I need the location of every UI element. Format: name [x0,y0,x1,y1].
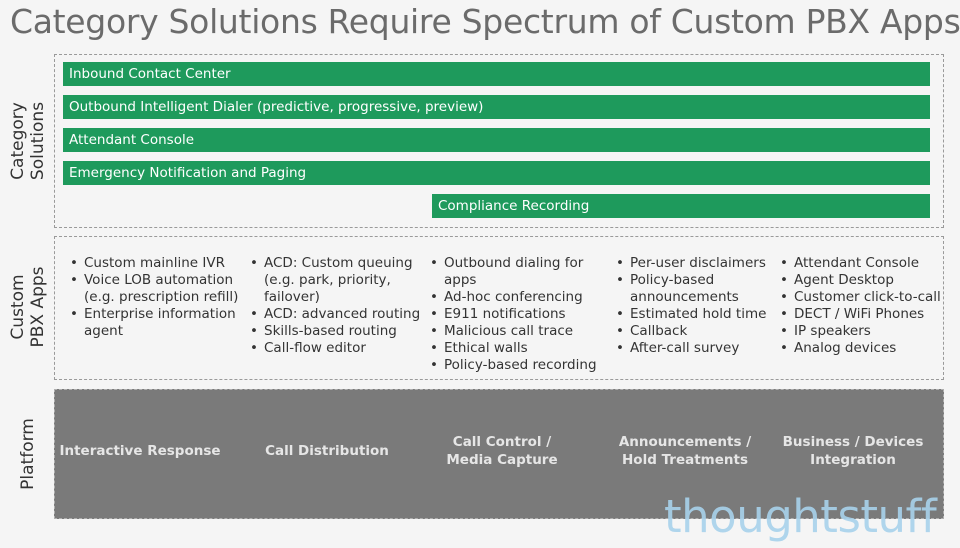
app-list-item-line: Ad-hoc conferencing [444,289,583,305]
app-list-item-line: DECT / WiFi Phones [794,306,925,322]
app-list-item-line: Callback [630,323,688,339]
app-list-item-line: Analog devices [794,340,897,356]
app-list-item-line: Ethical walls [444,340,528,356]
custom-pbx-apps-label: Custom PBX Apps [8,266,48,348]
app-list-item: DECT / WiFi Phones [780,306,941,323]
app-list-item-line: (e.g. prescription refill) [84,289,239,305]
platform-item-line: Announcements / [618,434,752,450]
app-list-item: Custom mainline IVR [70,255,238,272]
app-list-item-line: Attendant Console [794,255,920,271]
platform-item-line: Integration [810,452,896,468]
bar-inbound-contact-center: Inbound Contact Center [63,62,930,86]
app-list-item: E911 notifications [430,306,597,323]
platform-section [54,389,944,519]
app-list-item: ACD: Custom queuing(e.g. park, priority,… [250,255,420,306]
app-list-item-line: Agent Desktop [794,272,894,288]
app-list-item-line: failover) [264,289,320,305]
app-list-item-line: Call-flow editor [264,340,366,356]
platform-item-line: Business / Devices [782,434,924,450]
app-list-item: Estimated hold time [616,306,766,323]
app-list-item: Skills-based routing [250,323,420,340]
bar-attendant-console: Attendant Console [63,128,930,152]
apps-column-1: Custom mainline IVRVoice LOB automation(… [70,255,238,340]
platform-item-line: Call Distribution [265,443,389,459]
app-list-item-line: ACD: Custom queuing [264,255,413,271]
app-list-item: After-call survey [616,340,766,357]
apps-column-5: Attendant ConsoleAgent DesktopCustomer c… [780,255,941,357]
app-list-item: Analog devices [780,340,941,357]
app-list-item-line: Policy-based recording [444,357,597,373]
app-list-item-line: Skills-based routing [264,323,397,339]
bar-outbound-intelligent-dialer: Outbound Intelligent Dialer (predictive,… [63,95,930,119]
app-list-item-line: Enterprise information [84,306,236,322]
app-list-item-line: announcements [630,289,739,305]
app-list-item: Ad-hoc conferencing [430,289,597,306]
app-list-item-line: E911 notifications [444,306,566,322]
platform-item: Call Distribution [265,442,389,460]
app-list-item-line: Custom mainline IVR [84,255,225,271]
platform-item: Call Control / Media Capture [446,433,557,469]
app-list-item: Policy-based recording [430,357,597,374]
app-list-item-line: Per-user disclaimers [630,255,766,271]
platform-label: Platform [18,418,38,490]
app-list-item: ACD: advanced routing [250,306,420,323]
app-list-item-line: Outbound dialing for [444,255,584,271]
app-list-item: Ethical walls [430,340,597,357]
app-list-item: IP speakers [780,323,941,340]
app-list-item: Callback [616,323,766,340]
app-list-item-line: Voice LOB automation [84,272,234,288]
bar-emergency-notification: Emergency Notification and Paging [63,161,930,185]
app-list-item-line: (e.g. park, priority, [264,272,391,288]
apps-column-3: Outbound dialing forappsAd-hoc conferenc… [430,255,597,374]
thoughtstuff-watermark: thoughtstuff [664,490,937,543]
app-list-item-line: Policy-based [630,272,715,288]
custom-pbx-apps-section [54,236,944,380]
app-list-item-line: After-call survey [630,340,740,356]
platform-item-line: Call Control / [452,434,552,450]
bar-compliance-recording: Compliance Recording [432,194,930,218]
platform-item: Announcements / Hold Treatments [619,433,751,469]
category-solutions-label: Category Solutions [8,101,48,181]
app-list-item-line: Customer click-to-call [794,289,941,305]
apps-column-4: Per-user disclaimersPolicy-basedannounce… [616,255,766,357]
app-list-item-line: Estimated hold time [630,306,767,322]
app-list-item: Voice LOB automation(e.g. prescription r… [70,272,238,306]
app-list-item: Attendant Console [780,255,941,272]
page-title: Category Solutions Require Spectrum of C… [10,2,960,41]
apps-column-2: ACD: Custom queuing(e.g. park, priority,… [250,255,420,357]
app-list-item: Customer click-to-call [780,289,941,306]
platform-item-line: Interactive Response [59,443,221,459]
platform-item-line: Media Capture [446,452,558,468]
app-list-item: Agent Desktop [780,272,941,289]
app-list-item: Per-user disclaimers [616,255,766,272]
app-list-item: Malicious call trace [430,323,597,340]
platform-item: Interactive Response [59,442,220,460]
app-list-item-line: Malicious call trace [444,323,574,339]
app-list-item-line: apps [444,272,477,288]
category-solutions-section [54,54,944,228]
app-list-item: Call-flow editor [250,340,420,357]
app-list-item-line: IP speakers [794,323,871,339]
app-list-item-line: agent [84,323,123,339]
platform-item-line: Hold Treatments [622,452,748,468]
app-list-item-line: ACD: advanced routing [264,306,421,322]
